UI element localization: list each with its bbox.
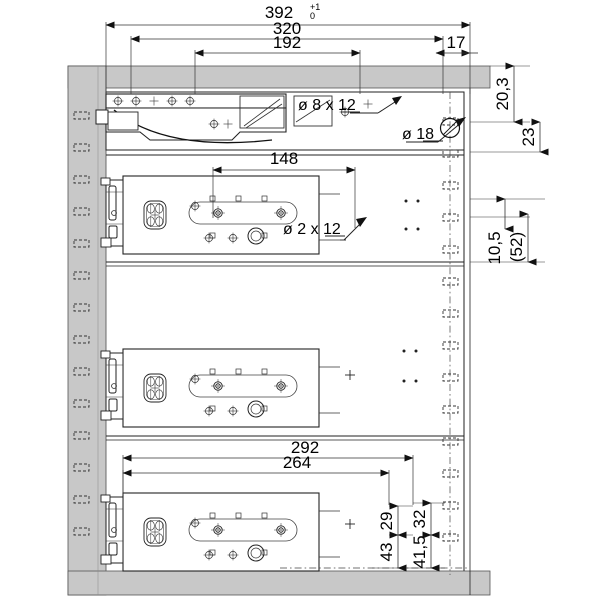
dim-43-value: 43: [377, 543, 396, 562]
bottom-panel: [67, 570, 491, 596]
top-dimension-block: [105, 22, 471, 94]
dim-320-value: 320: [273, 19, 301, 38]
dim-148-value: 148: [270, 149, 298, 168]
dim-10-5-value: 10,5: [485, 231, 504, 264]
dim-192-value: 192: [273, 33, 301, 52]
slide-rails: [319, 193, 340, 558]
dim-392-tol-upper: +1: [310, 2, 320, 12]
dim-292-group: 292: [122, 438, 414, 462]
callout-d2x12-group: ø 2 x 12: [283, 217, 367, 241]
dim-264-group: 264: [122, 453, 390, 477]
callout-d18-group: ø 18: [402, 117, 466, 143]
top-slide-assembly: [95, 93, 351, 144]
left-side-panel: [67, 65, 107, 596]
dim-41-5-value: 41,5: [410, 535, 429, 568]
dim-32-value: 32: [410, 510, 429, 529]
callout-d8x12-label: ø 8 x 12: [298, 97, 356, 114]
dim-392-value: 392: [265, 3, 293, 22]
dim-29-value: 29: [377, 512, 396, 531]
system-hole-column-right: [442, 92, 459, 575]
dim-17-line: 17: [435, 33, 478, 57]
dim-264-value: 264: [283, 453, 311, 472]
dim-320-line: 320: [130, 19, 444, 43]
drawer-runner-3: [101, 493, 319, 571]
right-vertical-dimensions: 20,3 23 10,5 (52): [470, 62, 549, 266]
dim-23-value: 23: [519, 128, 538, 147]
dim-392-tol-lower: 0: [310, 11, 315, 21]
dim-392-line: 392 +1 0: [105, 2, 471, 29]
drill-point-markers: [345, 199, 420, 529]
callout-d8x12-group: ø 8 x 12: [298, 96, 402, 114]
drawer-runner-2: [101, 349, 319, 427]
dim-192-line: 192: [194, 33, 361, 57]
dim-20-3-value: 20,3: [493, 77, 512, 110]
dim-292-value: 292: [291, 438, 319, 457]
dim-52-value: (52): [507, 232, 526, 262]
bottom-vertical-dimensions: 29 43 32 41,5: [372, 499, 445, 572]
callout-d18-label: ø 18: [402, 126, 434, 143]
drawer-runner-1: [101, 176, 319, 254]
callout-underlines: [325, 111, 443, 237]
dim-17-value: 17: [447, 33, 466, 52]
dim-148-group: 148: [212, 149, 356, 228]
callout-d2x12-label: ø 2 x 12: [283, 221, 341, 238]
